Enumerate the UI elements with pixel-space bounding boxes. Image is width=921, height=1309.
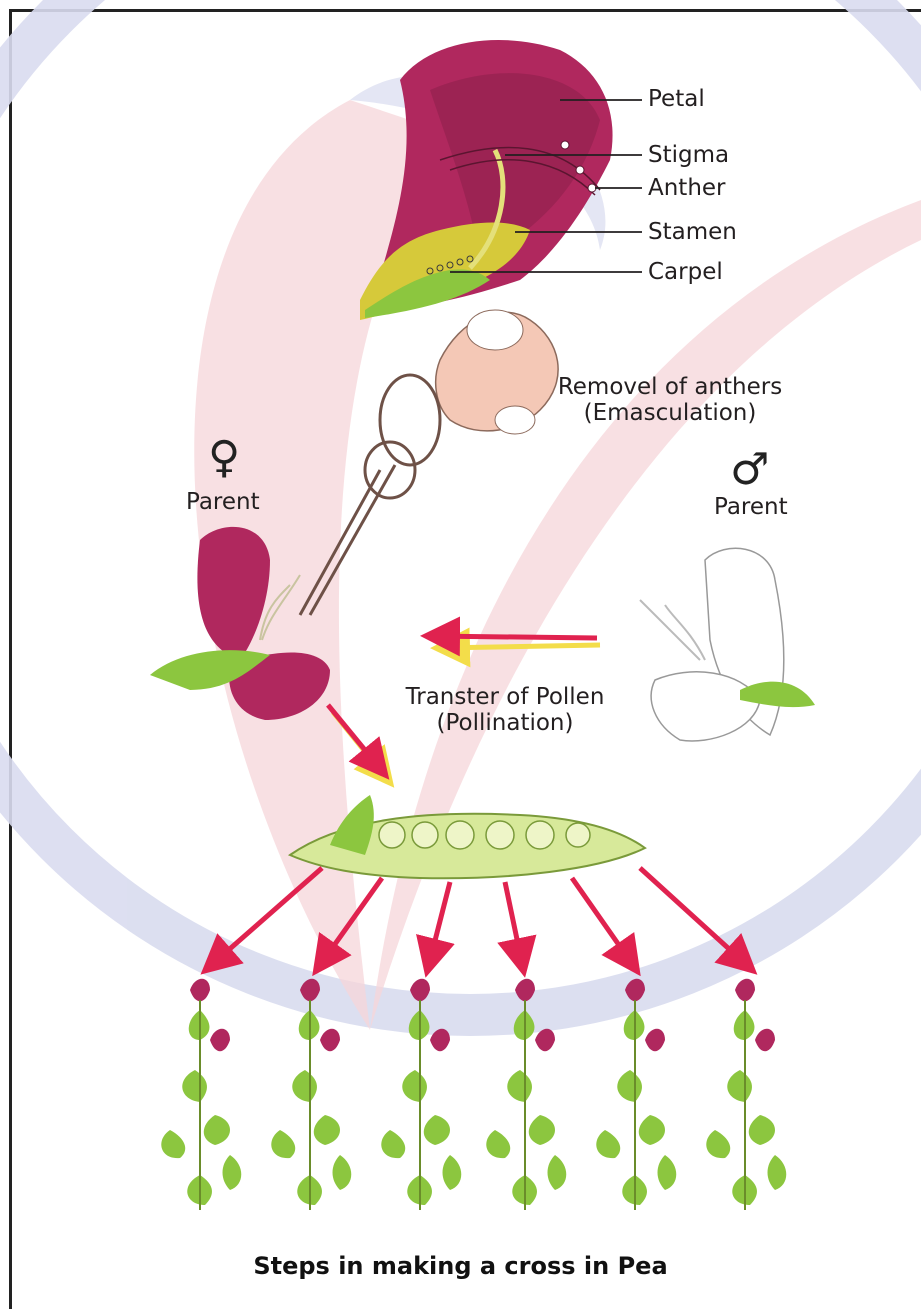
step-emasculation: Removel of anthers (Emasculation) bbox=[540, 374, 800, 427]
step-pollination-line1: Transter of Pollen bbox=[385, 684, 625, 710]
label-stamen: Stamen bbox=[648, 219, 737, 245]
male-parent-flower bbox=[640, 548, 815, 741]
label-stigma: Stigma bbox=[648, 142, 729, 168]
label-anther: Anther bbox=[648, 175, 726, 201]
offspring-plant bbox=[706, 979, 786, 1210]
label-carpel: Carpel bbox=[648, 259, 723, 285]
figure-caption: Steps in making a cross in Pea bbox=[0, 1252, 921, 1280]
offspring-plant bbox=[161, 979, 241, 1210]
male-parent-label: Parent bbox=[714, 494, 788, 520]
step-emasculation-line2: (Emasculation) bbox=[540, 400, 800, 426]
female-symbol-icon: ♀ bbox=[208, 436, 240, 480]
label-petal: Petal bbox=[648, 86, 705, 112]
step-emasculation-line1: Removel of anthers bbox=[540, 374, 800, 400]
female-parent-label: Parent bbox=[186, 489, 260, 515]
step-pollination: Transter of Pollen (Pollination) bbox=[385, 684, 625, 737]
step-pollination-line2: (Pollination) bbox=[385, 710, 625, 736]
male-symbol-icon: ♂ bbox=[730, 448, 769, 492]
